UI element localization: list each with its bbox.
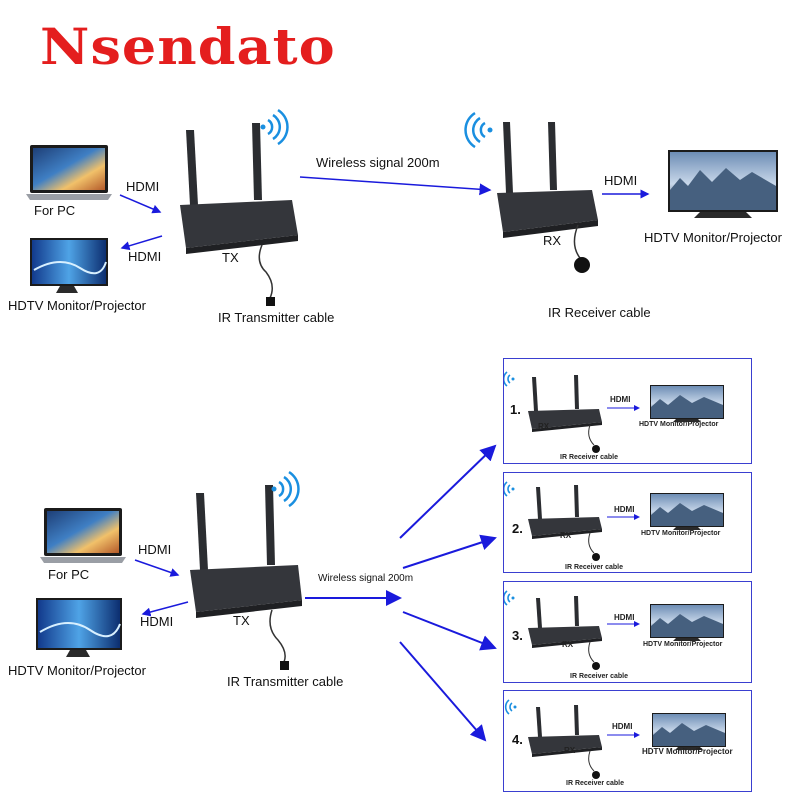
wireless-arrow [299, 176, 492, 196]
receiver-panel-3: 3. RX HDMI HDTV Monitor/Projector IR Rec… [503, 581, 752, 683]
rx-label: RX [543, 233, 562, 248]
pc-label: For PC [34, 203, 76, 218]
panel-number: 3. [512, 628, 523, 643]
monitor-label: HDTV Monitor/Projector [8, 298, 146, 313]
tv-icon [668, 150, 778, 218]
fanout-arrow [399, 444, 497, 539]
rx-label: RX [560, 531, 572, 540]
pc-label: For PC [48, 567, 90, 582]
wifi-icon [271, 470, 300, 508]
monitor-label: HDTV Monitor/Projector [644, 230, 782, 245]
tx-device-icon [180, 123, 298, 306]
hdmi-in-arrow [119, 194, 162, 214]
tv-icon [652, 713, 726, 750]
receiver-panel-2: 2. RX HDMI HDTV Monitor/Projector IR Rec… [503, 472, 752, 573]
rx-label: RX [538, 422, 550, 431]
monitor-label: HDTV Monitor/Projector [643, 641, 723, 648]
panel-number: 2. [512, 521, 523, 536]
hdmi-in-arrow [134, 559, 180, 577]
monitor-icon [36, 598, 122, 657]
wifi-icon [504, 371, 515, 387]
hdmi-in-label: HDMI [138, 542, 172, 557]
rx-device-icon [497, 122, 598, 273]
rx-label: RX [564, 746, 576, 755]
wifi-icon [504, 481, 515, 497]
monitor-icon [30, 238, 108, 293]
hdmi-in-label: HDMI [126, 179, 160, 194]
ir-transmitter-label: IR Transmitter cable [218, 310, 335, 325]
rx-device-icon [528, 485, 602, 561]
tv-icon [650, 493, 724, 530]
monitor-label: HDTV Monitor/Projector [642, 747, 733, 756]
laptop-icon [40, 508, 126, 563]
hdmi-out-arrow [120, 235, 163, 251]
panel-graphics [504, 481, 724, 561]
receiver-panel-4: 4. RX HDMI HDTV Monitor/Projector IR Rec… [503, 690, 752, 792]
rx-label: RX [562, 640, 574, 649]
monitor-label: HDTV Monitor/Projector [8, 663, 146, 678]
hdmi-label: HDMI [610, 395, 631, 404]
tx-device-icon [190, 485, 302, 670]
hdmi-label: HDMI [612, 722, 633, 731]
hdmi-label: HDMI [614, 613, 635, 622]
panel-number: 1. [510, 402, 521, 417]
wireless-label: Wireless signal 200m [318, 573, 414, 584]
wifi-icon [260, 108, 289, 146]
ir-transmitter-label: IR Transmitter cable [227, 674, 344, 689]
wifi-icon [504, 590, 515, 606]
wifi-icon [464, 111, 493, 149]
panel-number: 4. [512, 732, 523, 747]
receiver-panel-1: 1. RX HDMI HDTV Monitor/Projector IR Rec… [503, 358, 752, 464]
hdmi-rx-label: HDMI [604, 173, 638, 188]
wireless-label: Wireless signal 200m [316, 155, 440, 170]
laptop-icon [26, 145, 112, 200]
rx-device-icon [528, 596, 602, 670]
tv-icon [650, 385, 724, 422]
panel-graphics [504, 699, 726, 779]
monitor-label: HDTV Monitor/Projector [639, 421, 719, 428]
ir-receiver-label: IR Receiver cable [548, 305, 651, 320]
rx-device-icon [528, 705, 602, 779]
fanout-arrow [399, 641, 487, 742]
ir-receiver-label: IR Receiver cable [560, 454, 618, 461]
tx-label: TX [222, 250, 239, 265]
tx-label: TX [233, 613, 250, 628]
tv-icon [650, 604, 724, 641]
hdmi-out-label: HDMI [128, 249, 162, 264]
ir-receiver-label: IR Receiver cable [565, 564, 623, 571]
panel-graphics [504, 371, 724, 453]
rx-device-icon [528, 375, 602, 453]
ir-receiver-label: IR Receiver cable [566, 780, 624, 787]
hdmi-out-label: HDMI [140, 614, 174, 629]
hdmi-label: HDMI [614, 505, 635, 514]
brand-logo: Nsendato [40, 17, 336, 76]
wifi-icon [504, 699, 517, 715]
fanout-arrow [402, 534, 497, 569]
monitor-label: HDTV Monitor/Projector [641, 530, 721, 537]
fanout-arrow [402, 611, 497, 651]
ir-receiver-label: IR Receiver cable [570, 673, 628, 680]
hdmi-out-arrow [141, 601, 189, 617]
panel-graphics [504, 590, 724, 670]
